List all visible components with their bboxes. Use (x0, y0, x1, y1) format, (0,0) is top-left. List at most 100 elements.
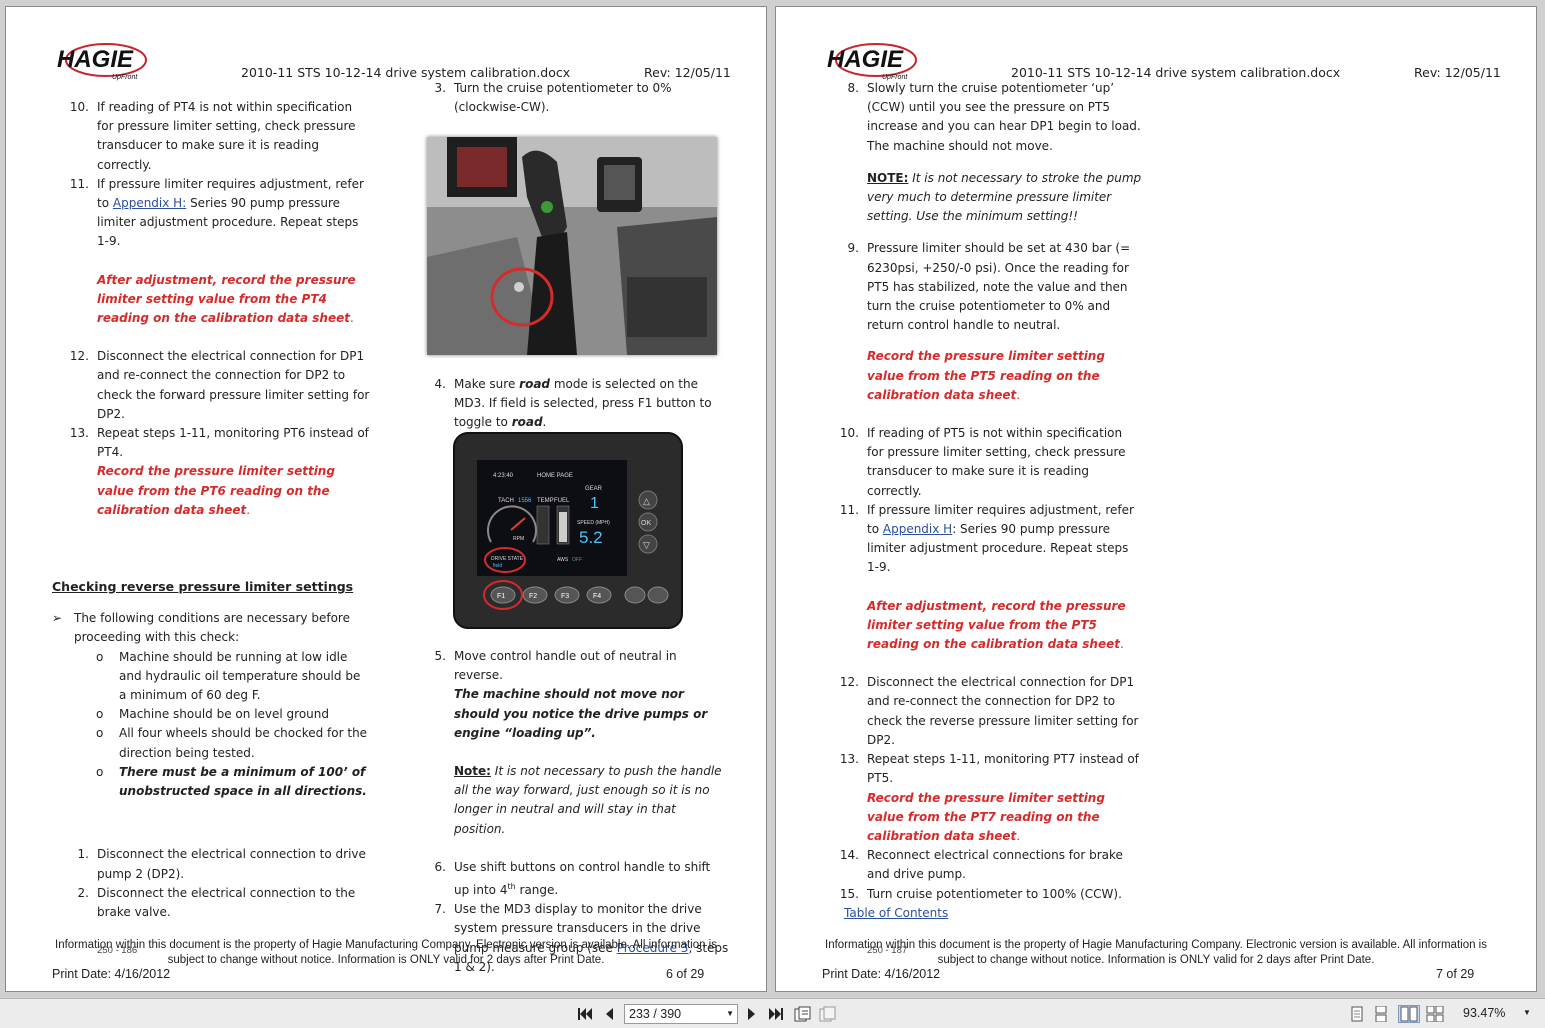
stroke-note: NOTE: It is not necessary to stroke the … (867, 170, 1142, 224)
footer-ref: 250 - 187 (867, 945, 908, 956)
svg-text:SPEED (MPH): SPEED (MPH) (577, 520, 610, 526)
section-heading: Checking reverse pressure limiter settin… (52, 579, 354, 595)
first-page-icon (578, 1008, 592, 1020)
continuous-view-button[interactable] (1372, 1005, 1390, 1023)
step-6: 6.Use shift buttons on control handle to… (434, 859, 711, 898)
previous-page-button[interactable] (600, 1005, 618, 1023)
after-adjustment-note: After adjustment, record the pressure li… (97, 272, 356, 326)
step-12: 12.Disconnect the electrical connection … (839, 675, 1139, 747)
md3-display-image: 4:23:40 HOME PAGE TACH 1556 TEMP FUEL GE… (453, 432, 683, 629)
svg-text:field: field (493, 563, 502, 569)
svg-text:UpFront: UpFront (882, 74, 908, 81)
previous-page-icon (606, 1008, 613, 1020)
close-pages-button[interactable] (819, 1005, 837, 1023)
svg-text:TEMP: TEMP (537, 498, 554, 504)
svg-text:5.2: 5.2 (579, 528, 603, 547)
appendix-h-link[interactable]: Appendix H (882, 522, 953, 537)
step-9: 9.Pressure limiter should be set at 430 … (847, 241, 1131, 333)
svg-text:1556: 1556 (518, 498, 532, 504)
right-column: 8.Slowly turn the cruise potentiometer ‘… (822, 79, 1142, 923)
page-number-select[interactable]: 233 / 390▼ (624, 1004, 738, 1024)
step-10: 10.If reading of PT4 is not within speci… (69, 100, 356, 172)
header-revision: Rev: 12/05/11 (644, 65, 731, 80)
header-filename: 2010-11 STS 10-12-14 drive system calibr… (241, 65, 571, 80)
single-page-icon (1351, 1006, 1363, 1022)
svg-text:AWS: AWS (557, 557, 569, 563)
svg-text:FUEL: FUEL (554, 498, 570, 504)
last-page-icon (769, 1008, 783, 1020)
facing-pages-icon (1400, 1006, 1418, 1022)
first-page-button[interactable] (576, 1005, 594, 1023)
reverse-step-2: 2.Disconnect the electrical connection t… (77, 885, 356, 919)
after-adjustment-note: After adjustment, record the pressure li… (867, 598, 1126, 652)
step-13: 13.Repeat steps 1-11, monitoring PT7 ins… (839, 752, 1139, 843)
footer-page-number: 7 of 29 (1436, 967, 1475, 981)
step-8: 8.Slowly turn the cruise potentiometer ‘… (847, 81, 1141, 153)
last-page-button[interactable] (767, 1005, 785, 1023)
step-3: 3.Turn the cruise potentiometer to 0% (c… (434, 81, 672, 115)
left-column-2: 3.Turn the cruise potentiometer to 0% (c… (409, 79, 729, 117)
step-4: 4.Make sure road mode is selected on the… (434, 377, 712, 430)
svg-text:DRIVE STATE: DRIVE STATE (491, 556, 524, 562)
hagie-logo: HAGIE UpFront (824, 40, 919, 82)
svg-text:F2: F2 (529, 593, 537, 600)
step-15: 15.Turn cruise potentiometer to 100% (CC… (839, 886, 1122, 901)
step-12: 12.Disconnect the electrical connection … (69, 349, 370, 421)
next-page-button[interactable] (743, 1005, 761, 1023)
svg-text:TACH: TACH (498, 498, 514, 504)
arrow-bullet-icon: ➢ (52, 611, 63, 626)
handle-note: Note: It is not necessary to push the ha… (454, 764, 722, 836)
chevron-down-icon: ▼ (726, 1009, 734, 1018)
step-14: 14.Reconnect electrical connections for … (839, 848, 1123, 882)
svg-text:HOME PAGE: HOME PAGE (537, 473, 573, 479)
document-page-left: HAGIE UpFront 2010-11 STS 10-12-14 drive… (5, 6, 767, 992)
footer-print-date: Print Date: 4/16/2012 (52, 967, 171, 981)
svg-text:OK: OK (641, 520, 651, 527)
appendix-h-link[interactable]: Appendix H: (112, 196, 187, 211)
svg-text:OFF: OFF (572, 557, 582, 563)
footer-page-number: 6 of 29 (666, 967, 705, 981)
svg-text:HAGIE: HAGIE (827, 46, 904, 73)
continuous-facing-view-button[interactable] (1426, 1005, 1444, 1023)
svg-text:▽: ▽ (643, 540, 650, 550)
conditions-intro: ➢The following conditions are necessary … (52, 611, 350, 645)
svg-text:1: 1 (590, 495, 599, 512)
footer-info: Information within this document is the … (825, 939, 1487, 966)
page-open-icon (794, 1006, 811, 1022)
step-10: 10.If reading of PT5 is not within speci… (839, 426, 1126, 498)
single-page-view-button[interactable] (1348, 1005, 1366, 1023)
svg-text:△: △ (643, 496, 650, 506)
svg-text:UpFront: UpFront (112, 74, 138, 81)
footer-print-date: Print Date: 4/16/2012 (822, 967, 941, 981)
table-of-contents-link[interactable]: Table of Contents (844, 905, 949, 920)
svg-text:F4: F4 (593, 593, 601, 600)
open-pages-button[interactable] (794, 1005, 812, 1023)
continuous-facing-icon (1426, 1006, 1444, 1022)
continuous-page-icon (1375, 1006, 1387, 1022)
zoom-chevron-down-icon[interactable]: ▼ (1523, 1008, 1531, 1017)
step-13: 13.Repeat steps 1-11, monitoring PT6 ins… (69, 426, 369, 517)
step-7: 7.Use the MD3 display to monitor the dri… (434, 902, 729, 974)
svg-text:GEAR: GEAR (585, 486, 603, 492)
record-pt5-note: Record the pressure limiter setting valu… (867, 349, 1105, 402)
svg-text:4:23:40: 4:23:40 (493, 473, 514, 479)
footer-ref: 250 - 186 (97, 945, 138, 956)
next-page-icon (748, 1008, 755, 1020)
left-column-1: 10.If reading of PT4 is not within speci… (52, 98, 370, 922)
footer-info: Information within this document is the … (55, 939, 717, 966)
condition-2: o Machine should be on level ground (96, 707, 329, 722)
page-close-icon (819, 1006, 836, 1022)
header-filename: 2010-11 STS 10-12-14 drive system calibr… (1011, 65, 1341, 80)
facing-pages-view-button[interactable] (1398, 1005, 1420, 1023)
header-revision: Rev: 12/05/11 (1414, 65, 1501, 80)
svg-text:RPM: RPM (513, 536, 524, 542)
procedure-3-link[interactable]: Procedure 3 (616, 940, 689, 955)
control-handle-photo (427, 137, 717, 355)
step-5: 5.Move control handle out of neutral in … (434, 649, 708, 740)
svg-text:F3: F3 (561, 593, 569, 600)
zoom-level[interactable]: 93.47% (1463, 1006, 1506, 1020)
step-11: 11.If pressure limiter requires adjustme… (839, 502, 1134, 575)
